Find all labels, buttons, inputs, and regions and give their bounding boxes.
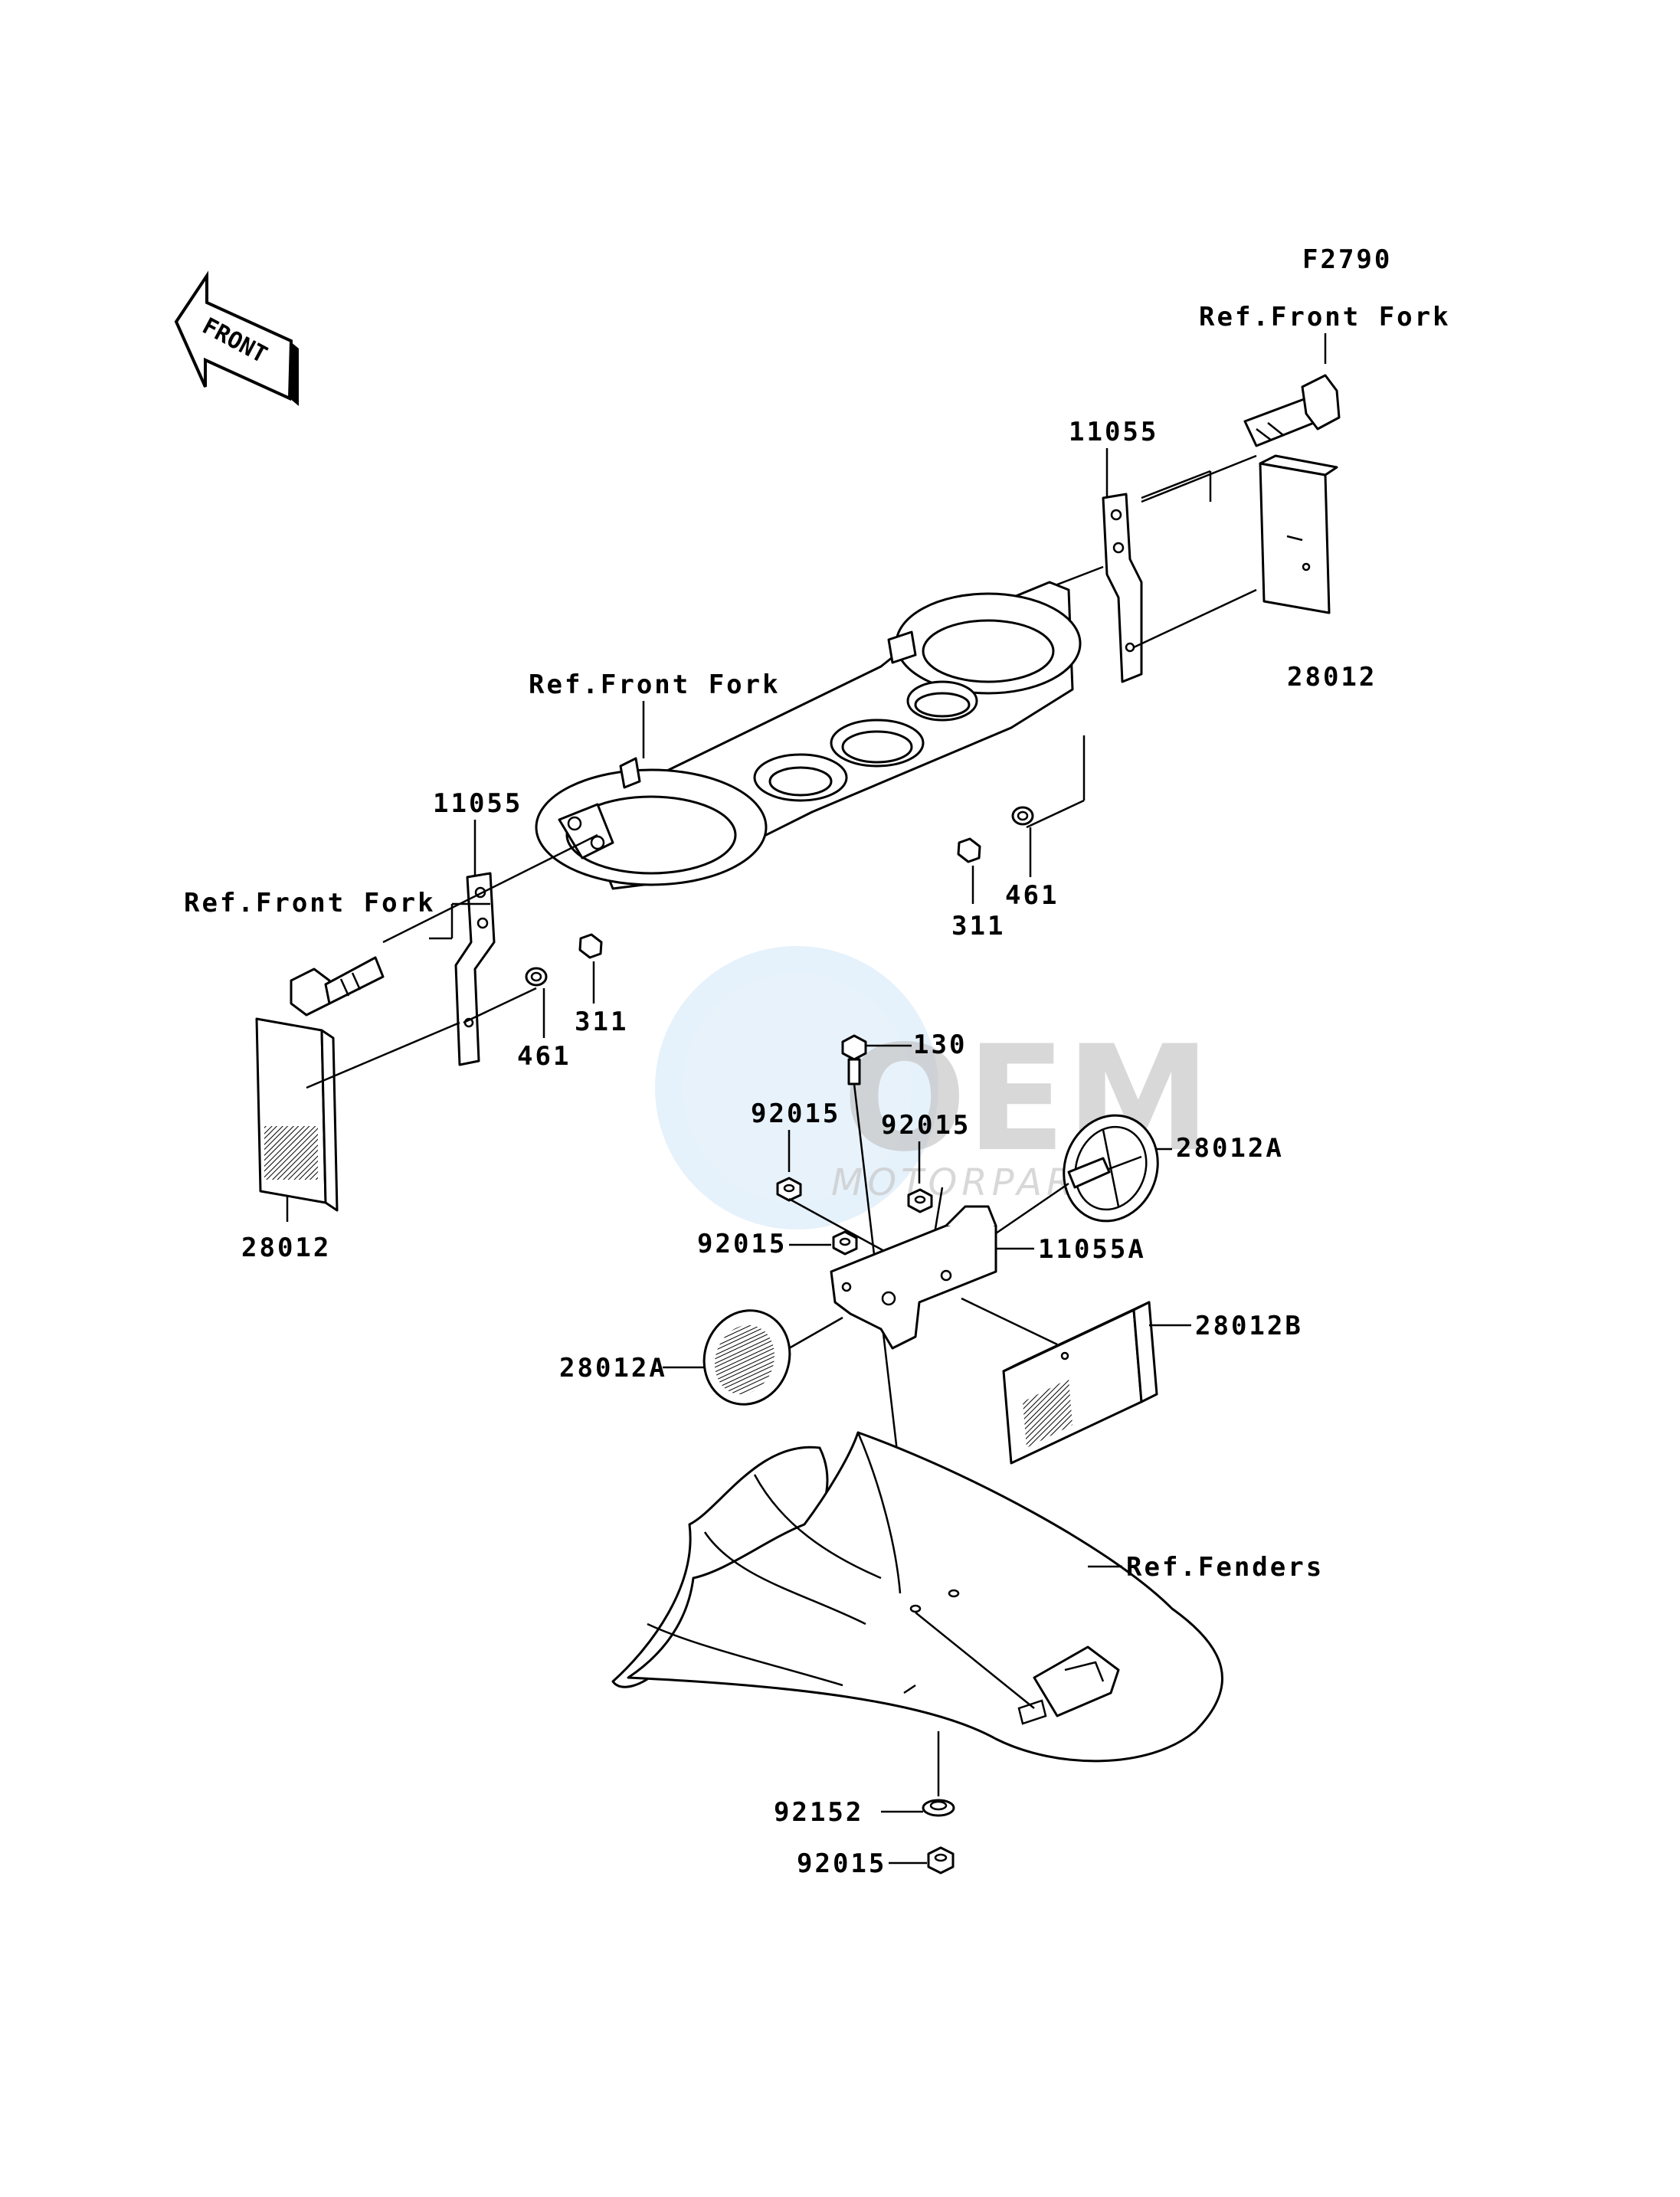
triple-clamp	[535, 581, 1082, 890]
bolt-130	[841, 1034, 867, 1085]
reflector-round-left	[702, 1309, 791, 1406]
nut-92015-c	[832, 1230, 858, 1256]
nut-92015-a	[776, 1177, 802, 1202]
reflector-rect-center	[1002, 1301, 1158, 1465]
top-bolt	[1243, 374, 1341, 447]
washer-right-461	[1011, 806, 1034, 826]
bracket-center	[830, 1205, 997, 1350]
nut-92015-c-label: 92015	[697, 1229, 787, 1259]
reflector-right-label: 28012	[1287, 662, 1377, 692]
ref-front-fork-top-label: Ref.Front Fork	[1199, 302, 1451, 332]
washer-left-461	[525, 967, 548, 987]
figure-code: F2790	[1302, 244, 1392, 275]
reflector-rect-center-label: 28012B	[1195, 1311, 1303, 1341]
reflector-left	[255, 1017, 339, 1212]
bolt-130-label: 130	[913, 1030, 967, 1060]
reflector-round-right	[1063, 1114, 1159, 1223]
ref-front-fork-mid-label: Ref.Front Fork	[529, 670, 781, 700]
reflector-right	[1259, 454, 1338, 614]
nut-left-311	[578, 933, 603, 959]
reflector-round-left-label: 28012A	[559, 1353, 667, 1383]
nut-right-label: 311	[951, 911, 1005, 941]
nut-92015-bottom-label: 92015	[797, 1848, 886, 1879]
nut-right-311	[957, 837, 981, 863]
washer-right-label: 461	[1005, 880, 1059, 911]
bracket-center-label: 11055A	[1038, 1234, 1146, 1265]
nut-92015-a-label: 92015	[751, 1098, 840, 1129]
front-arrow-icon: FRONT	[174, 270, 299, 406]
grommet-92152-label: 92152	[774, 1797, 863, 1828]
bracket-right-label: 11055	[1069, 417, 1158, 447]
nut-92015-b	[907, 1188, 933, 1213]
grommet-92152	[922, 1799, 955, 1817]
ref-fenders-label: Ref.Fenders	[1126, 1552, 1324, 1583]
fender	[611, 1431, 1224, 1763]
reflector-left-label: 28012	[241, 1233, 331, 1263]
nut-92015-bottom	[927, 1846, 955, 1874]
washer-left-label: 461	[517, 1041, 571, 1072]
nut-92015-b-label: 92015	[881, 1110, 971, 1141]
ref-front-fork-left-label: Ref.Front Fork	[184, 888, 436, 918]
nut-left-label: 311	[575, 1007, 628, 1037]
reflector-round-right-label: 28012A	[1176, 1133, 1284, 1164]
bracket-left-label: 11055	[433, 788, 522, 819]
left-bolt	[290, 956, 385, 1017]
bracket-right	[1102, 493, 1143, 683]
